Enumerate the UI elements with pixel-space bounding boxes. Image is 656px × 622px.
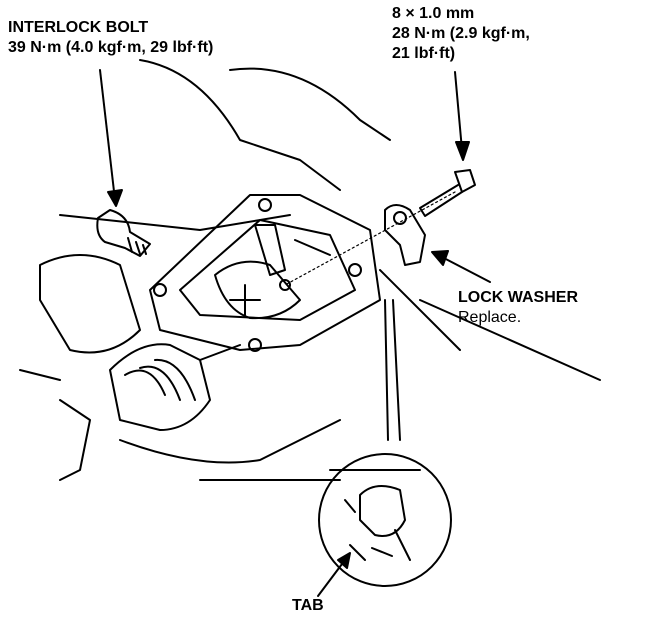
housing-bolt-hole-3 xyxy=(348,263,362,277)
lock-washer-callout: LOCK WASHER Replace. xyxy=(458,288,578,328)
shift-rod-cover xyxy=(39,254,141,354)
lock-washer-title: LOCK WASHER xyxy=(458,289,578,306)
housing-bolt-hole-1 xyxy=(153,283,167,297)
housing-outline-lower xyxy=(19,369,421,481)
shift-lever xyxy=(254,224,286,276)
tab-detail-parts xyxy=(344,499,411,561)
interlock-bolt xyxy=(96,209,151,257)
lock-washer xyxy=(384,204,426,266)
housing-bolt-hole-2 xyxy=(258,198,272,212)
lever-pivot xyxy=(279,279,291,291)
interlock-arrow-head xyxy=(107,189,123,207)
lock-washer-note: Replace. xyxy=(458,309,522,326)
tab-label: TAB xyxy=(292,597,324,614)
shift-boot-ribs xyxy=(124,358,196,401)
case-right-edge xyxy=(379,269,601,381)
housing-bolt-hole-4 xyxy=(248,338,262,352)
lockwasher-arrow-head xyxy=(431,250,449,266)
mount-bolt xyxy=(454,169,476,193)
bolt-arrow xyxy=(454,71,463,151)
shift-housing xyxy=(149,194,381,351)
bolt-size: 8 × 1.0 mm xyxy=(392,5,475,22)
shift-boot xyxy=(109,343,211,431)
shift-fork xyxy=(214,260,301,320)
interlock-bolt-title: INTERLOCK BOLT xyxy=(8,19,149,36)
internal-detail xyxy=(229,239,331,316)
tab-detail-washer xyxy=(359,485,406,537)
mount-bolt-shank xyxy=(419,184,463,217)
interlock-bolt-callout: INTERLOCK BOLT 39 N·m (4.0 kgf·m, 29 lbf… xyxy=(8,18,213,58)
shift-rod xyxy=(59,344,241,481)
tab-arrow-head xyxy=(337,552,351,569)
interlock-arrow xyxy=(99,69,116,201)
bolt-centerline xyxy=(284,191,456,286)
interlock-bolt-torque: 39 N·m (4.0 kgf·m, 29 lbf·ft) xyxy=(8,39,214,56)
bolt-arrow-head xyxy=(455,141,470,161)
mount-bolt-callout: 8 × 1.0 mm 28 N·m (2.9 kgf·m, 21 lbf·ft) xyxy=(392,4,530,64)
shift-housing-inner xyxy=(179,219,356,321)
bolt-torque-line-2: 21 lbf·ft) xyxy=(392,45,456,62)
tab-arrow xyxy=(317,559,346,597)
lockwasher-arrow xyxy=(439,255,491,283)
lock-washer-hole xyxy=(393,211,407,225)
interlock-bolt-threads xyxy=(127,237,147,255)
bolt-torque-line-1: 28 N·m (2.9 kgf·m, xyxy=(392,25,530,42)
detail-leader xyxy=(384,299,401,441)
tab-detail-circle xyxy=(318,453,452,587)
